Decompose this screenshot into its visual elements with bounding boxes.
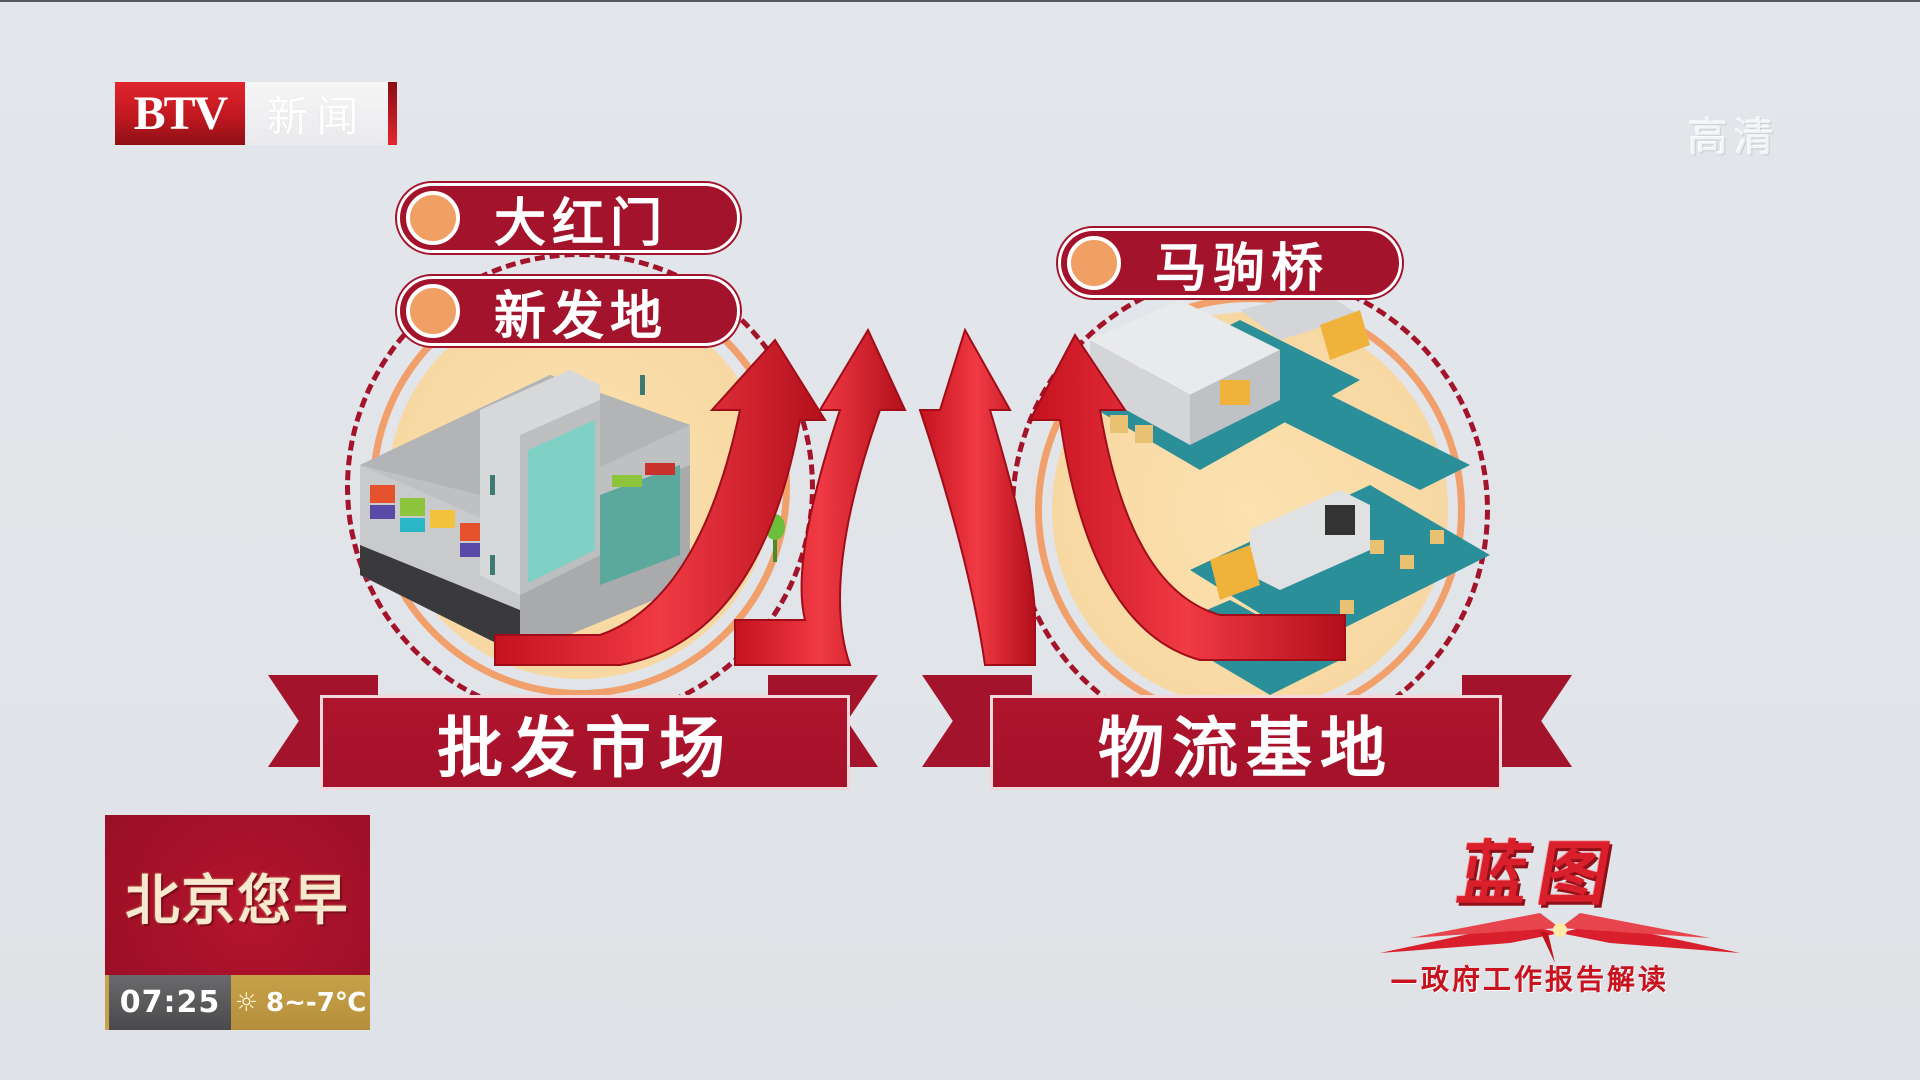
location-pill: 大红门 (397, 183, 740, 254)
location-dot-icon (1067, 236, 1121, 290)
location-dot-icon (406, 284, 460, 338)
btv-logo-text: BTV (115, 82, 245, 145)
program-logo: 北京您早 07:25 ☼ 8~-7℃ (105, 815, 370, 1030)
location-label: 大红门 (494, 193, 669, 254)
program-title-box: 北京您早 (105, 815, 370, 975)
banner-logistics-base: 物流基地 (922, 675, 1572, 795)
segment-subtitle: —政府工作报告解读 (1390, 963, 1670, 996)
time-weather-bar: 07:25 ☼ 8~-7℃ (105, 975, 370, 1030)
sun-icon: ☼ (234, 987, 259, 1018)
location-dot-icon (406, 191, 460, 245)
location-label: 新发地 (494, 286, 669, 347)
temperature: 8~-7℃ (266, 987, 367, 1018)
channel-name: 新闻 (245, 82, 388, 145)
location-pill: 马驹桥 (1058, 228, 1402, 299)
banner-wholesale-market: 批发市场 (268, 675, 918, 795)
channel-logo: BTV 新闻 (115, 82, 397, 145)
top-border (0, 0, 1920, 2)
red-ribbon-swoosh-icon (1380, 913, 1740, 963)
arrow-4 (1028, 333, 1346, 661)
clock: 07:25 (105, 975, 231, 1030)
program-name: 北京您早 (125, 868, 350, 932)
location-label: 马驹桥 (1155, 238, 1330, 299)
banner-main: 物流基地 (990, 695, 1502, 790)
location-pill: 新发地 (397, 276, 740, 347)
segment-logo: 蓝图 —政府工作报告解读 (1370, 818, 1750, 1008)
banner-main: 批发市场 (320, 695, 850, 790)
arrow-2 (734, 327, 907, 666)
arrow-1 (494, 338, 827, 666)
weather: ☼ 8~-7℃ (231, 975, 370, 1030)
banner-label: 批发市场 (437, 709, 733, 787)
building-icon (360, 370, 690, 655)
logo-accent-bar (388, 82, 397, 145)
arrow-3 (918, 327, 1036, 666)
banner-label: 物流基地 (1098, 709, 1394, 787)
hd-badge: 高清 (1688, 115, 1780, 161)
